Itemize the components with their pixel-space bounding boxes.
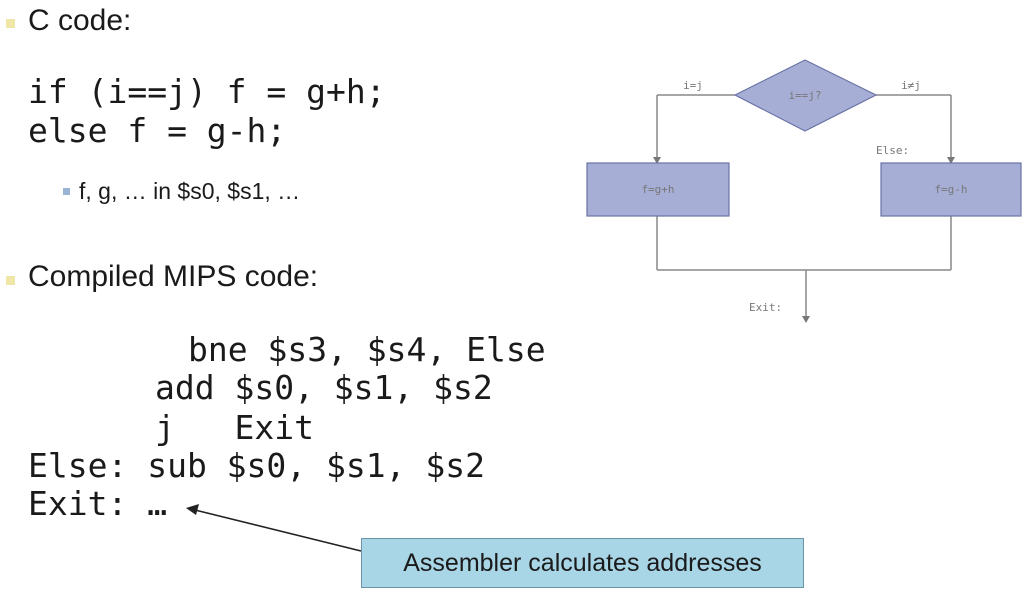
label-else: Else: (876, 144, 909, 157)
arrowhead-exit (802, 316, 810, 323)
decision-diamond (733, 59, 878, 132)
label-exit: Exit: (749, 301, 782, 314)
mips-heading: Compiled MIPS code: (28, 260, 319, 293)
decision-label: i==j? (788, 89, 821, 102)
mips-line-add: add $s0, $s1, $s2 (155, 368, 493, 407)
label-false-branch: i≠j (901, 79, 921, 92)
c-code-line-2: else f = g-h; (28, 111, 287, 150)
label-true-branch: i=j (683, 79, 703, 92)
c-code-heading: C code: (28, 4, 132, 37)
bullet-mips-code (6, 276, 15, 285)
callout-box: Assembler calculates addresses (361, 538, 804, 588)
bullet-c-code (6, 19, 15, 28)
variables-note: f, g, … in $s0, $s1, … (79, 178, 301, 204)
mips-line-exit: Exit: … (28, 484, 168, 523)
mips-line-jump: j Exit (155, 408, 314, 447)
mips-line-bne: bne $s3, $s4, Else (188, 330, 546, 369)
arrowhead-right (947, 157, 955, 164)
box-then-label: f=g+h (641, 183, 674, 196)
mips-line-else: Else: sub $s0, $s1, $s2 (28, 446, 485, 485)
box-else-label: f=g-h (934, 183, 967, 196)
box-then (586, 162, 730, 217)
c-code-line-1: if (i==j) f = g+h; (28, 72, 386, 111)
arrowhead-left (653, 157, 661, 164)
bullet-variables-note (63, 188, 70, 195)
box-else (880, 162, 1022, 217)
